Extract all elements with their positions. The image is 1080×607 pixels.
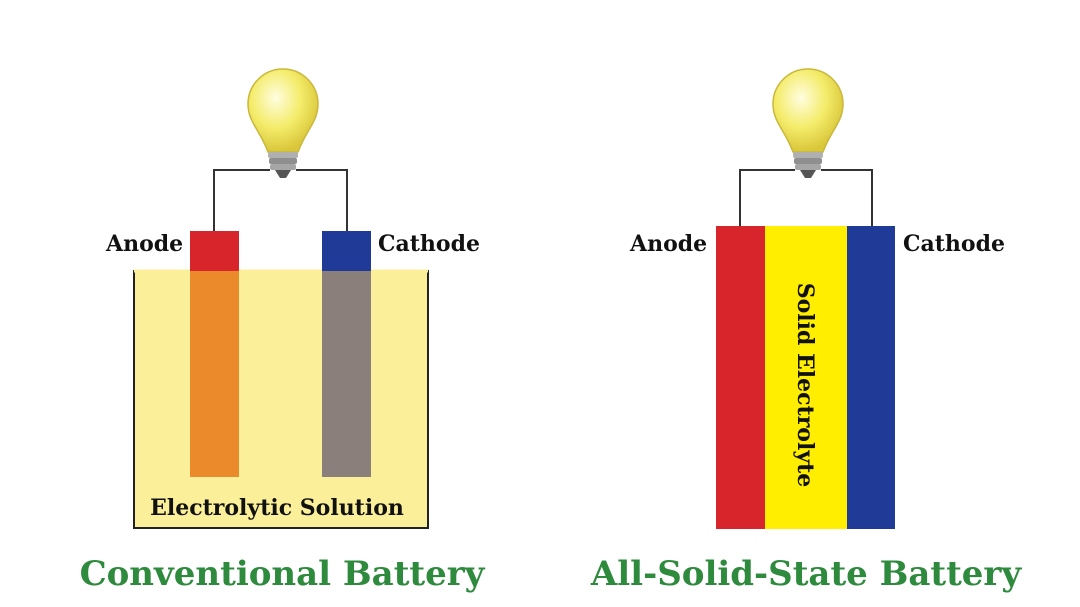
electrolytic-solution-bath bbox=[133, 270, 429, 529]
conventional-battery-title: Conventional Battery bbox=[80, 554, 486, 594]
solid-electrolyte-label: Solid Electrolyte bbox=[792, 283, 818, 488]
conventional-cathode-label: Cathode bbox=[378, 231, 480, 257]
solid-state-cathode-label: Cathode bbox=[903, 231, 1005, 257]
conventional-battery: Anode Cathode Electrolytic Solution Conv… bbox=[80, 68, 486, 594]
conventional-anode-terminal bbox=[190, 231, 239, 271]
solid-state-anode-layer bbox=[716, 226, 765, 529]
conventional-light-bulb-icon bbox=[247, 68, 319, 178]
solid-state-cathode-layer bbox=[847, 226, 895, 529]
solid-state-wire bbox=[821, 169, 873, 226]
solid-state-battery-title: All-Solid-State Battery bbox=[590, 554, 1022, 594]
conventional-wire bbox=[213, 169, 270, 231]
conventional-cathode-terminal bbox=[322, 231, 371, 271]
solid-state-light-bulb-icon bbox=[772, 68, 844, 178]
conventional-cathode-rod bbox=[322, 271, 371, 477]
electrolytic-solution-label: Electrolytic Solution bbox=[150, 495, 404, 521]
solid-electrolyte-layer bbox=[765, 226, 847, 529]
conventional-wire bbox=[296, 169, 348, 231]
solid-state-battery: Anode Cathode Solid Electrolyte All-Soli… bbox=[590, 68, 1022, 594]
solid-state-anode-label: Anode bbox=[629, 231, 707, 257]
conventional-anode-label: Anode bbox=[105, 231, 183, 257]
conventional-anode-rod bbox=[190, 271, 239, 477]
solid-state-wire bbox=[739, 169, 795, 226]
